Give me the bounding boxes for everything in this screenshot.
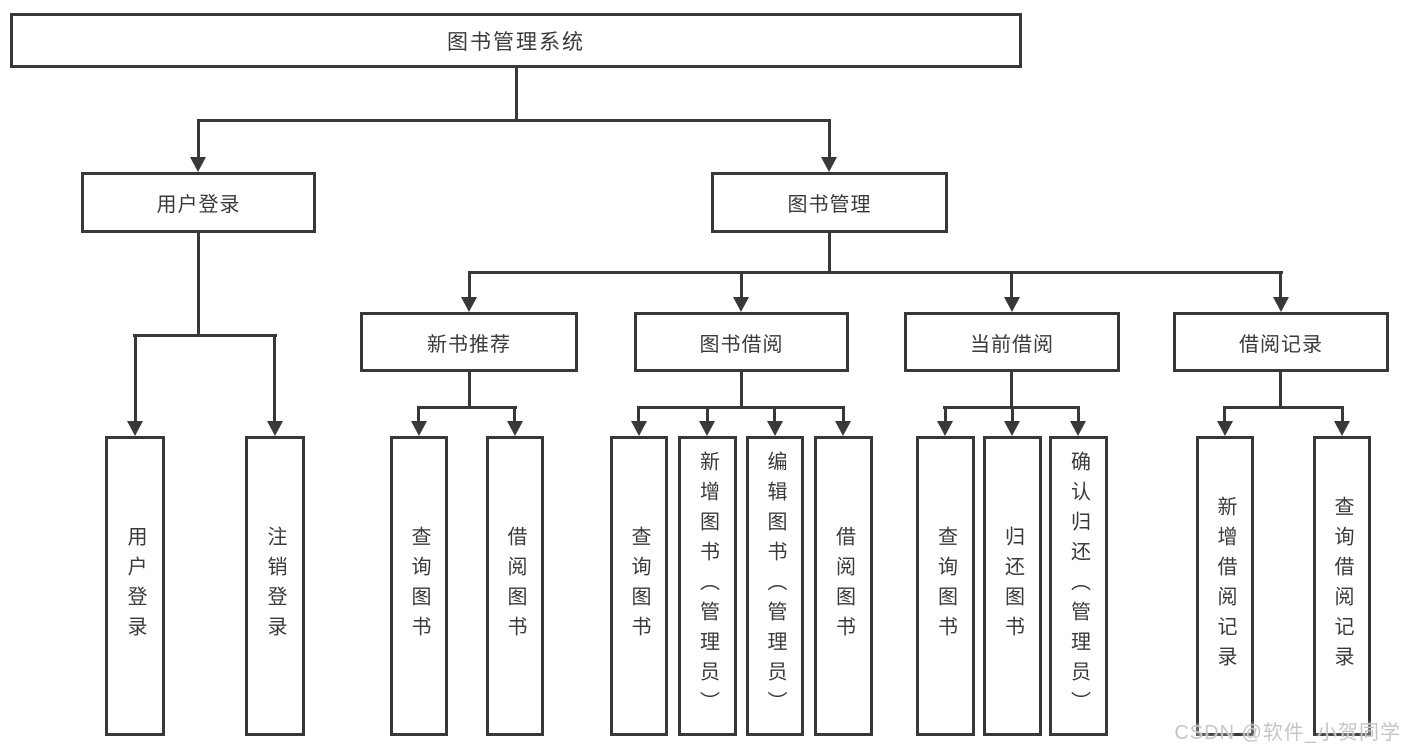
leaf-label: 借阅图书 [504, 526, 526, 646]
connector-vline [513, 407, 516, 421]
node-label: 新书推荐 [427, 333, 511, 356]
leaf-add-books-admin: 新增图书（管理员） [678, 436, 737, 736]
node-label: 图书管理系统 [447, 30, 585, 54]
connector-vline [1279, 372, 1282, 407]
arrow-down-icon [1273, 297, 1289, 312]
node-book-borrow: 图书借阅 [634, 312, 849, 372]
connector-vline [468, 272, 471, 297]
connector-vline [637, 407, 640, 421]
node-library-system: 图书管理系统 [10, 13, 1022, 68]
leaf-query-borrow-record: 查询借阅记录 [1313, 436, 1371, 736]
connector-vline [197, 120, 200, 157]
leaf-label: 查询图书 [628, 526, 650, 646]
arrow-down-icon [631, 421, 647, 436]
connector-vline [1010, 272, 1013, 297]
connector-vline [417, 407, 420, 421]
connector-vline [1279, 272, 1282, 297]
arrow-down-icon [127, 421, 143, 436]
connector-vline [1341, 407, 1344, 421]
arrow-down-icon [461, 297, 477, 312]
connector-hline [133, 334, 277, 337]
leaf-confirm-return-admin: 确认归还（管理员） [1049, 436, 1108, 736]
connector-vline [273, 335, 276, 421]
arrow-down-icon [835, 421, 851, 436]
arrow-down-icon [733, 297, 749, 312]
connector-hline [1223, 406, 1344, 409]
leaf-label: 归还图书 [1001, 526, 1024, 646]
leaf-query-books-recommend: 查询图书 [390, 436, 448, 736]
arrow-down-icon [937, 421, 953, 436]
arrow-down-icon [1004, 421, 1020, 436]
node-label: 当前借阅 [970, 333, 1054, 356]
connector-hline [197, 119, 831, 122]
leaf-label: 确认归还（管理员） [1067, 451, 1090, 721]
leaf-return-books: 归还图书 [983, 436, 1042, 736]
connector-vline [1077, 407, 1080, 421]
connector-vline [468, 372, 471, 407]
connector-vline [828, 233, 831, 272]
connector-vline [773, 407, 776, 421]
node-label: 图书管理 [787, 194, 872, 216]
leaf-label: 新增借阅记录 [1214, 496, 1236, 676]
leaf-label: 注销登录 [264, 526, 286, 646]
arrow-down-icon [267, 421, 283, 436]
connector-vline [1010, 372, 1013, 407]
connector-hline [468, 271, 1283, 274]
leaf-label: 用户登录 [124, 526, 146, 646]
connector-vline [740, 372, 743, 407]
node-label: 用户登录 [156, 194, 241, 216]
connector-vline [1011, 407, 1014, 421]
arrow-down-icon [507, 421, 523, 436]
arrow-down-icon [1217, 421, 1233, 436]
connector-vline [828, 120, 831, 157]
leaf-add-borrow-record: 新增借阅记录 [1196, 436, 1254, 736]
arrow-down-icon [699, 421, 715, 436]
arrow-down-icon [821, 157, 837, 172]
arrow-down-icon [411, 421, 427, 436]
leaf-borrow-books-recommend: 借阅图书 [486, 436, 544, 736]
arrow-down-icon [1070, 421, 1086, 436]
leaf-label: 新增图书（管理员） [696, 451, 719, 721]
leaf-label: 借阅图书 [832, 526, 855, 646]
node-borrow-records: 借阅记录 [1173, 312, 1389, 372]
node-user-login-branch: 用户登录 [81, 172, 316, 233]
node-book-management: 图书管理 [711, 172, 948, 233]
connector-vline [740, 272, 743, 297]
leaf-label: 查询图书 [408, 526, 430, 646]
node-current-borrow: 当前借阅 [904, 312, 1120, 372]
leaf-logout: 注销登录 [245, 436, 305, 736]
arrow-down-icon [1004, 297, 1020, 312]
node-new-book-recommend: 新书推荐 [360, 312, 578, 372]
connector-hline [417, 406, 517, 409]
arrow-down-icon [190, 157, 206, 172]
csdn-watermark: CSDN @软件_小贺同学 [1174, 722, 1401, 744]
leaf-borrow-books: 借阅图书 [814, 436, 873, 736]
leaf-query-books-current: 查询图书 [916, 436, 975, 736]
connector-vline [944, 407, 947, 421]
node-label: 图书借阅 [699, 333, 784, 356]
arrow-down-icon [767, 421, 783, 436]
connector-vline [842, 407, 845, 421]
node-label: 借阅记录 [1239, 333, 1323, 356]
leaf-label: 编辑图书（管理员） [764, 451, 786, 721]
connector-vline [197, 233, 200, 336]
arrow-down-icon [1334, 421, 1350, 436]
leaf-edit-books-admin: 编辑图书（管理员） [746, 436, 804, 736]
leaf-label: 查询借阅记录 [1331, 496, 1353, 676]
leaf-user-login: 用户登录 [105, 436, 165, 736]
connector-hline [637, 406, 845, 409]
connector-vline [706, 407, 709, 421]
connector-vline [515, 68, 518, 120]
leaf-label: 查询图书 [934, 526, 957, 646]
connector-vline [1223, 407, 1226, 421]
leaf-query-books-borrow: 查询图书 [610, 436, 668, 736]
connector-vline [134, 335, 137, 421]
